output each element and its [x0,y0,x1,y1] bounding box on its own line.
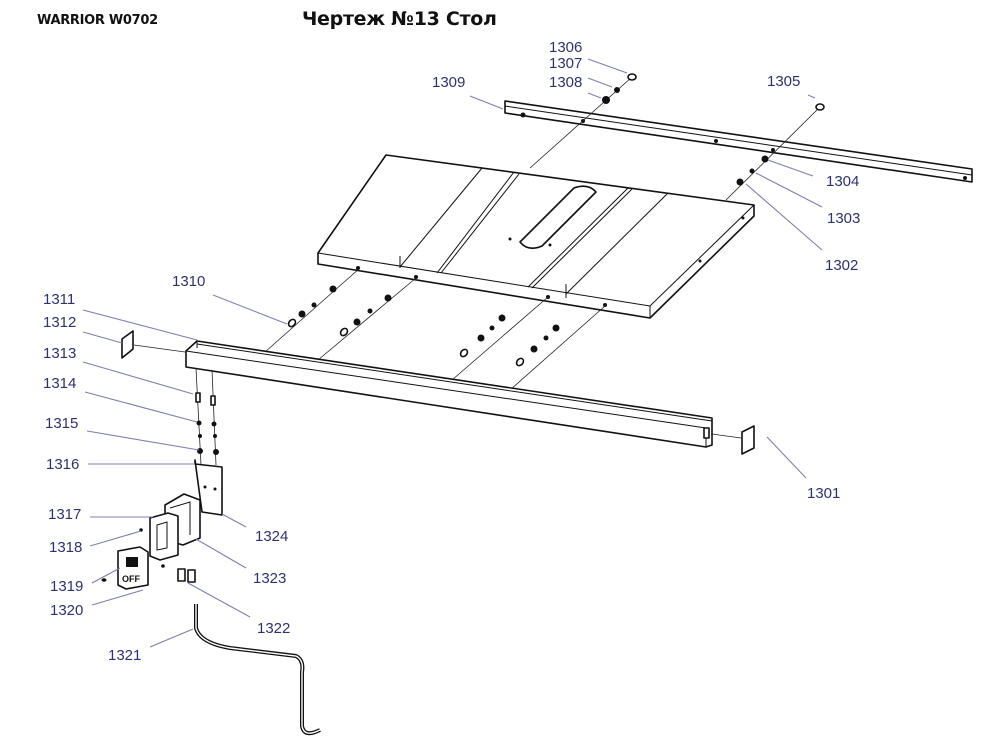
callout-1308: 1308 [549,74,582,91]
table-top [317,154,755,319]
callout-1301: 1301 [807,485,840,502]
fastener-axis [509,305,606,391]
callout-1324: 1324 [255,528,288,545]
rear-rail [504,100,973,183]
switch-cover: OFF [117,546,149,590]
callout-1307: 1307 [549,55,582,72]
callout-1322: 1322 [257,620,290,637]
callout-1302: 1302 [825,257,858,274]
fastener-axis [264,267,361,353]
model-name: WARRIOR W0702 [37,13,158,28]
rear-right-fasteners [736,103,825,186]
end-cap [741,425,755,455]
screw [101,578,107,582]
callout-1323: 1323 [253,570,286,587]
end-cap-left [121,330,134,359]
terminal-blocks [177,568,196,583]
fastener-axis [451,296,549,381]
switch-plate [149,512,179,561]
switch-bracket [194,459,223,516]
callout-1309: 1309 [432,74,465,91]
callout-labels: 1301 1302 1303 1304 1305 1306 1307 1308 … [43,39,860,664]
fastener-axis [711,433,742,439]
callout-1304: 1304 [826,173,859,190]
leader-lines [82,58,823,648]
callout-1303: 1303 [827,210,860,227]
callout-1320: 1320 [50,602,83,619]
drawing-title: Чертеж №13 Стол [302,8,497,30]
front-rail [185,340,713,448]
fastener-axis [317,277,417,361]
front-fasteners [287,285,560,367]
callout-1306: 1306 [549,39,582,56]
callout-1305: 1305 [767,73,800,90]
callout-1310: 1310 [172,273,205,290]
callout-1312: 1312 [43,314,76,331]
callout-1319: 1319 [50,578,83,595]
rear-left-fasteners [602,73,637,104]
fastener-axis [133,344,186,353]
callout-1318: 1318 [49,539,82,556]
callout-1311: 1311 [43,291,75,308]
callout-1321: 1321 [108,647,141,664]
callout-1315: 1315 [45,415,78,432]
callout-1316: 1316 [46,456,79,473]
callout-1317: 1317 [48,506,81,523]
screw [161,564,165,568]
callout-1313: 1313 [43,345,76,362]
bracket-fasteners [195,392,219,455]
switch-off-text: OFF [122,574,140,584]
callout-1314: 1314 [43,375,76,392]
